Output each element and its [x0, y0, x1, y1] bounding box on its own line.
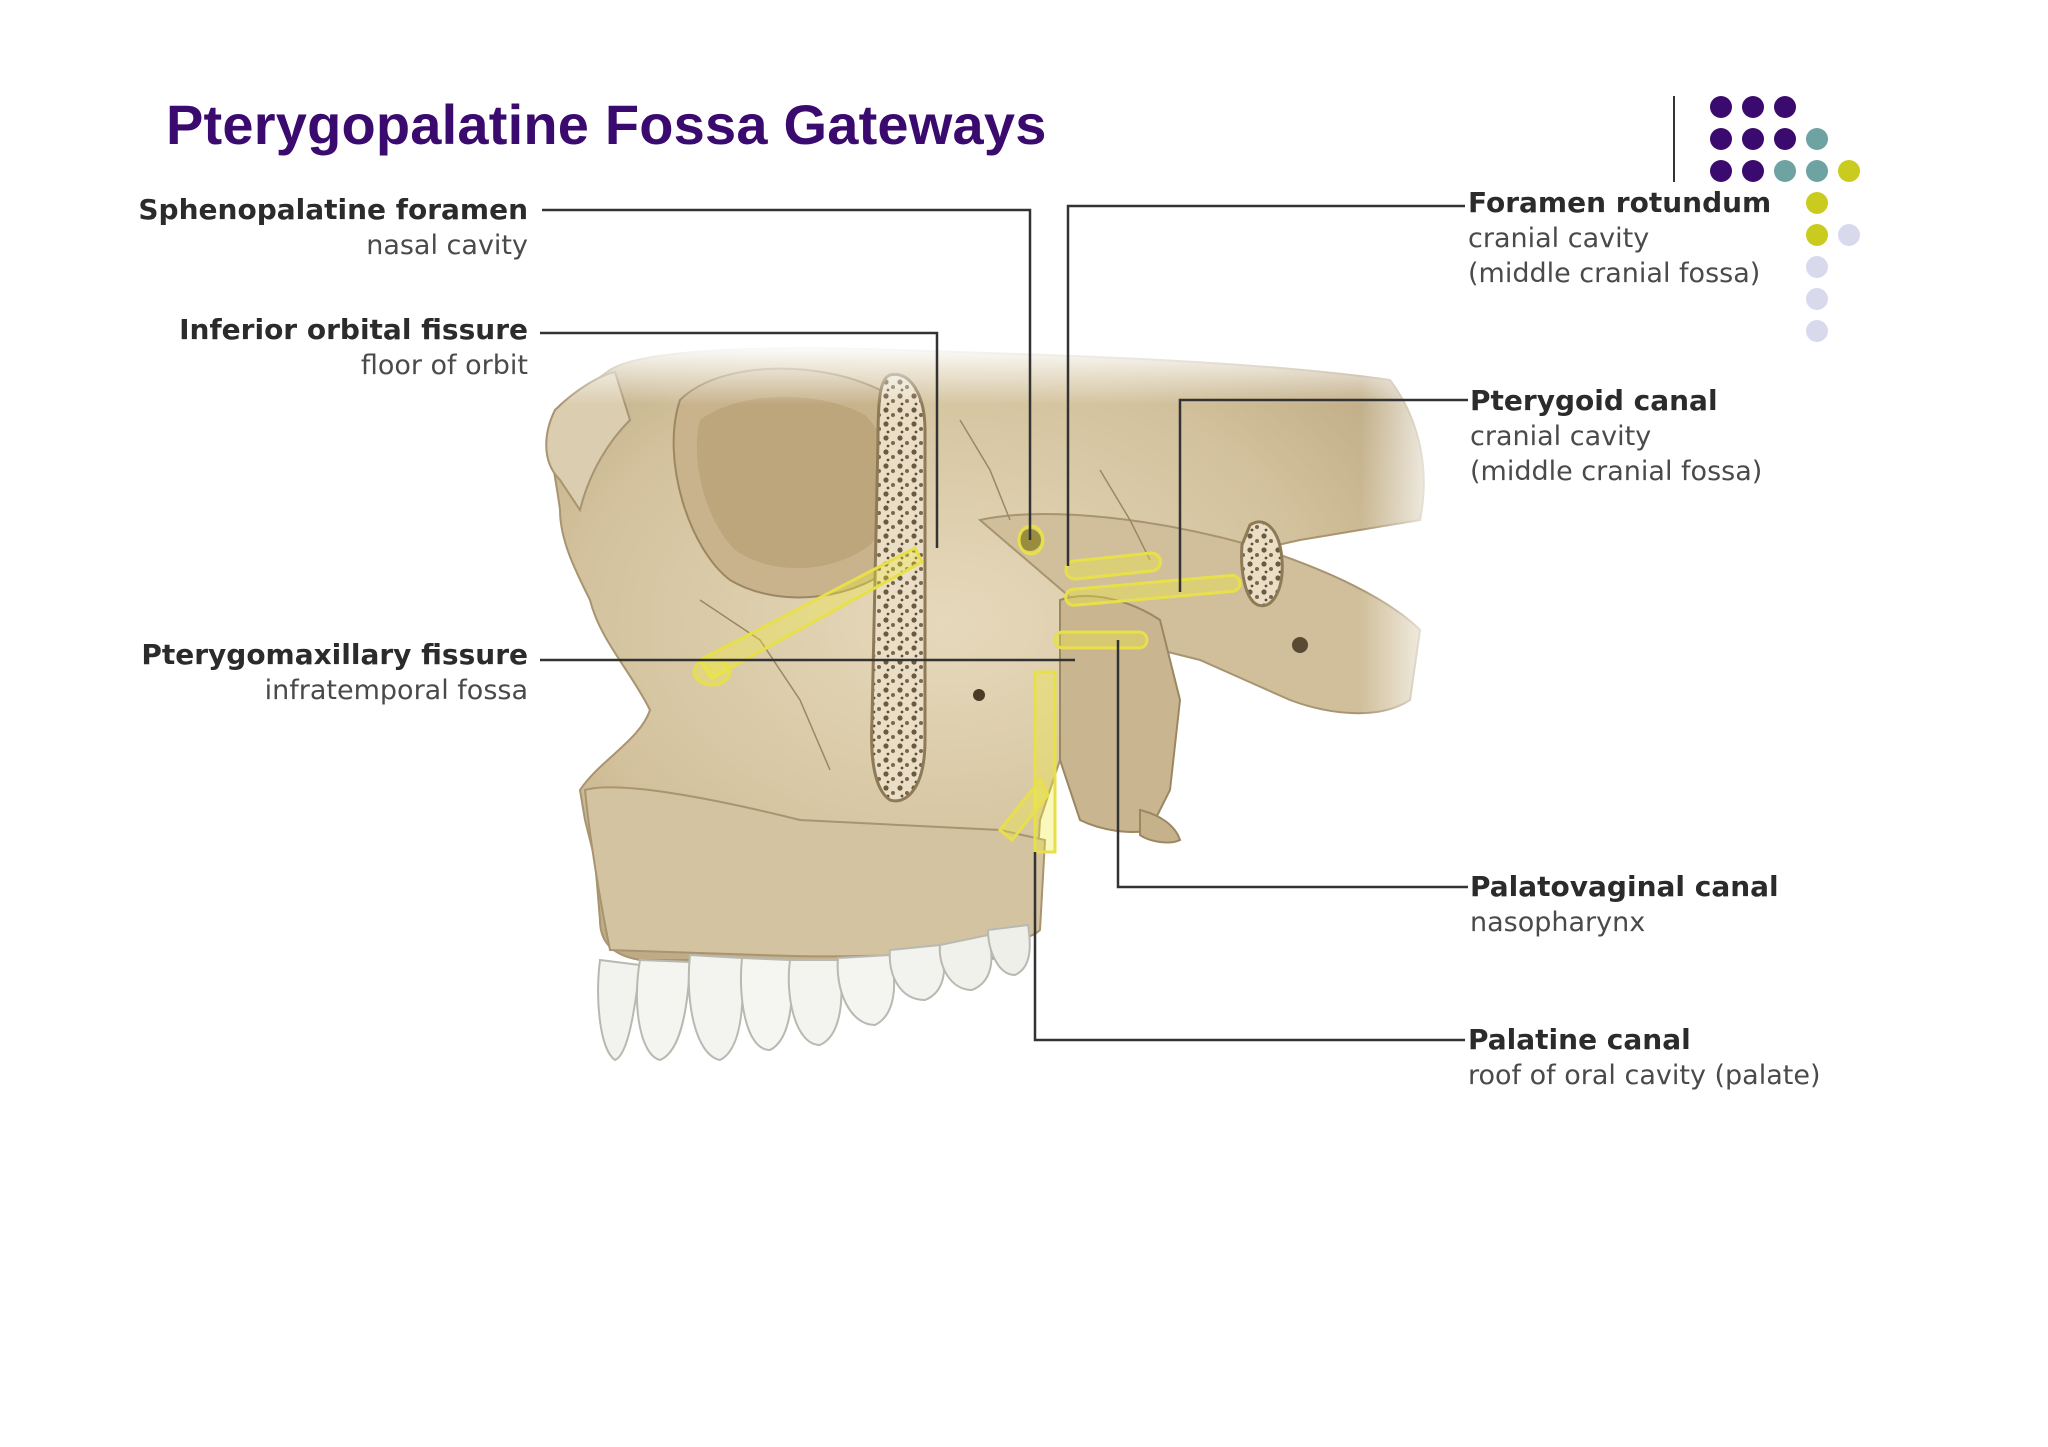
- label-name: Foramen rotundum: [1468, 186, 1772, 219]
- decorative-dot: [1774, 128, 1796, 150]
- label-name: Pterygomaxillary fissure: [141, 638, 528, 671]
- leader-lines: [540, 204, 1468, 1042]
- label-sub: (middle cranial fossa): [1470, 456, 1763, 488]
- title-divider: [1673, 96, 1675, 182]
- label-sub: (middle cranial fossa): [1468, 258, 1761, 290]
- right-fade: [1360, 370, 1450, 730]
- label-sub: nasopharynx: [1470, 907, 1646, 939]
- label-pterygomaxillary-fissure: Pterygomaxillary fissure infratemporal f…: [141, 637, 528, 708]
- decorative-dot: [1806, 128, 1828, 150]
- decorative-dot: [1742, 96, 1764, 118]
- canal-highlights: [692, 524, 1242, 854]
- label-sub: cranial cavity: [1470, 421, 1652, 453]
- label-name: Palatovaginal canal: [1470, 870, 1779, 903]
- decorative-dot: [1838, 160, 1860, 182]
- label-name: Sphenopalatine foramen: [138, 193, 528, 226]
- label-name: Palatine canal: [1468, 1023, 1691, 1056]
- label-sub: infratemporal fossa: [264, 675, 528, 707]
- decorative-dot: [1806, 160, 1828, 182]
- decorative-dot: [1710, 128, 1732, 150]
- decorative-dot: [1774, 160, 1796, 182]
- label-sub: cranial cavity: [1468, 223, 1650, 255]
- decorative-dot: [1742, 128, 1764, 150]
- decorative-dot: [1742, 160, 1764, 182]
- decorative-dot: [1806, 288, 1828, 310]
- label-name: Inferior orbital fissure: [179, 313, 528, 346]
- top-fade: [540, 345, 1440, 405]
- decorative-dot: [1710, 96, 1732, 118]
- decorative-dot: [1774, 96, 1796, 118]
- decorative-dot: [1806, 320, 1828, 342]
- label-foramen-rotundum: Foramen rotundum cranial cavity (middle …: [1468, 185, 1771, 292]
- decorative-dot: [1806, 256, 1828, 278]
- decorative-dot: [1806, 224, 1828, 246]
- skull-bone: [545, 347, 1425, 961]
- label-sub: nasal cavity: [366, 230, 528, 262]
- label-sub: roof of oral cavity (palate): [1468, 1060, 1821, 1092]
- label-sphenopalatine-foramen: Sphenopalatine foramen nasal cavity: [138, 192, 528, 263]
- label-palatovaginal-canal: Palatovaginal canal nasopharynx: [1470, 869, 1779, 940]
- decorative-dot: [1838, 224, 1860, 246]
- slide-title: Pterygopalatine Fossa Gateways: [166, 93, 1047, 156]
- label-pterygoid-canal: Pterygoid canal cranial cavity (middle c…: [1470, 383, 1762, 490]
- label-palatine-canal: Palatine canal roof of oral cavity (pala…: [1468, 1022, 1821, 1093]
- maxillary-teeth: [597, 923, 1031, 1062]
- label-sub: floor of orbit: [360, 350, 528, 382]
- decorative-dot: [1806, 192, 1828, 214]
- label-inferior-orbital-fissure: Inferior orbital fissure floor of orbit: [179, 312, 528, 383]
- decorative-dot: [1710, 160, 1732, 182]
- label-name: Pterygoid canal: [1470, 384, 1718, 417]
